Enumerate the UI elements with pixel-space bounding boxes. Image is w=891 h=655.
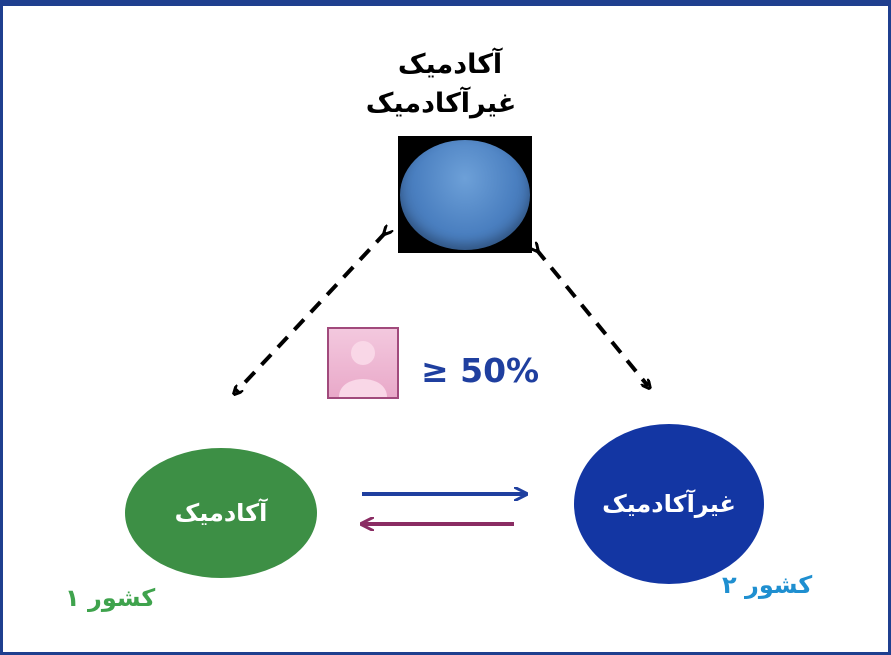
top-node-circle bbox=[400, 139, 530, 250]
right-node-label: غیرآکادمیک bbox=[602, 490, 736, 518]
person-icon bbox=[327, 327, 399, 399]
country-1-label: کشور ۱ bbox=[65, 584, 156, 612]
top-node-label-line1: آکادمیک bbox=[397, 49, 503, 80]
left-node-label: آکادمیک bbox=[174, 499, 268, 527]
country-2-label: کشور ۲ bbox=[722, 571, 813, 599]
percent-label: ≥ 50% bbox=[421, 351, 540, 390]
dashed-arrow-left bbox=[236, 232, 386, 392]
right-node: غیرآکادمیک bbox=[574, 424, 764, 584]
top-node bbox=[398, 136, 532, 253]
left-node: آکادمیک bbox=[125, 448, 317, 578]
dashed-arrow-right bbox=[536, 249, 648, 386]
top-node-label-line2: غیرآکادمیک bbox=[365, 88, 517, 119]
